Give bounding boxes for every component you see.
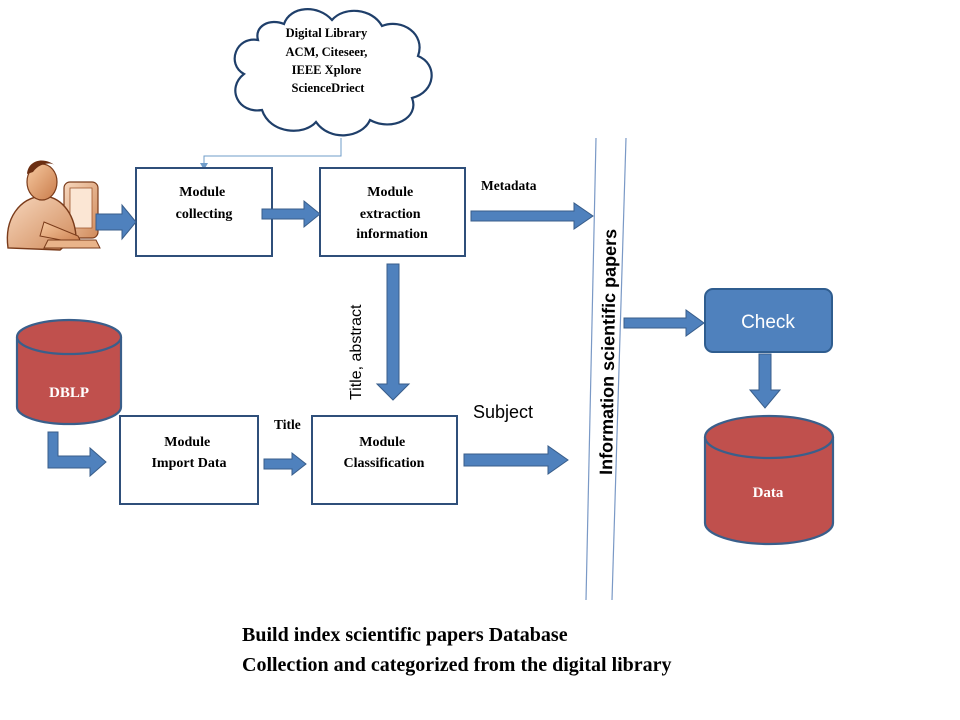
module-collecting-line-2: collecting [176,207,233,222]
data-database-cylinder: Data [703,414,835,546]
digital-library-cloud: Digital Library ACM, Citeseer, IEEE Xplo… [233,8,433,137]
svg-text:Module Classification: Module Classification [344,435,425,471]
module-extraction-box: Module extraction information [319,167,466,257]
title-abstract-label: Title, abstract [348,304,365,400]
title-label: Title [274,417,301,432]
cloud-line-2: ACM, Citeseer, [286,45,368,59]
caption-line-2: Collection and categorized from the digi… [242,654,672,676]
svg-text:Module extraction: Module extraction information [356,185,428,242]
subject-label: Subject [473,402,533,422]
module-extraction-line-2: extraction [360,207,421,222]
cloud-connector [203,138,342,167]
module-import-line-2: Import Data [151,456,226,471]
cloud-connector-arrowhead [200,163,208,170]
cloud-line-3: IEEE Xplore [292,63,362,77]
module-import-line-1: Module [164,435,210,450]
svg-text:Digital Library ACM, Cit: Digital Library ACM, Citeseer, IEEE Xplo… [286,26,371,95]
cloud-line-1: Digital Library [286,26,368,40]
arrow-dblp-to-import [47,431,107,478]
module-classification-box: Module Classification [311,415,458,505]
data-label: Data [753,485,784,501]
module-extraction-line-3: information [356,227,428,242]
band-line-right [611,137,627,601]
arrow-import-to-classification [263,451,307,477]
module-classification-line-1: Module [359,435,405,450]
check-box: Check [704,288,833,353]
module-classification-line-2: Classification [344,456,425,471]
module-import-box: Module Import Data [119,415,259,505]
check-label: Check [741,312,795,333]
module-extraction-line-1: Module [367,185,413,200]
module-collecting-line-1: Module [179,185,225,200]
metadata-label: Metadata [481,178,537,193]
cloud-line-4: ScienceDriect [292,81,366,95]
dblp-database-cylinder: DBLP [15,318,123,426]
caption-line-1: Build index scientific papers Database [242,624,568,646]
arrow-collecting-to-extraction [261,199,321,229]
arrow-check-to-data [748,353,782,409]
band-line-left [585,137,597,601]
arrow-extraction-to-band [470,202,594,230]
information-band-label: Information scientific papers [596,229,620,475]
arrow-classification-to-band [463,445,569,475]
svg-text:Module collecting: Module collecting [176,185,233,222]
arrow-person-to-collecting [95,203,137,241]
dblp-label: DBLP [49,385,89,401]
person-at-computer-icon [6,160,101,251]
arrow-extraction-to-classification [375,263,411,401]
arrow-band-to-check [623,309,705,337]
module-collecting-box: Module collecting [135,167,273,257]
svg-text:Module Import Data: Module Import Data [151,435,226,471]
